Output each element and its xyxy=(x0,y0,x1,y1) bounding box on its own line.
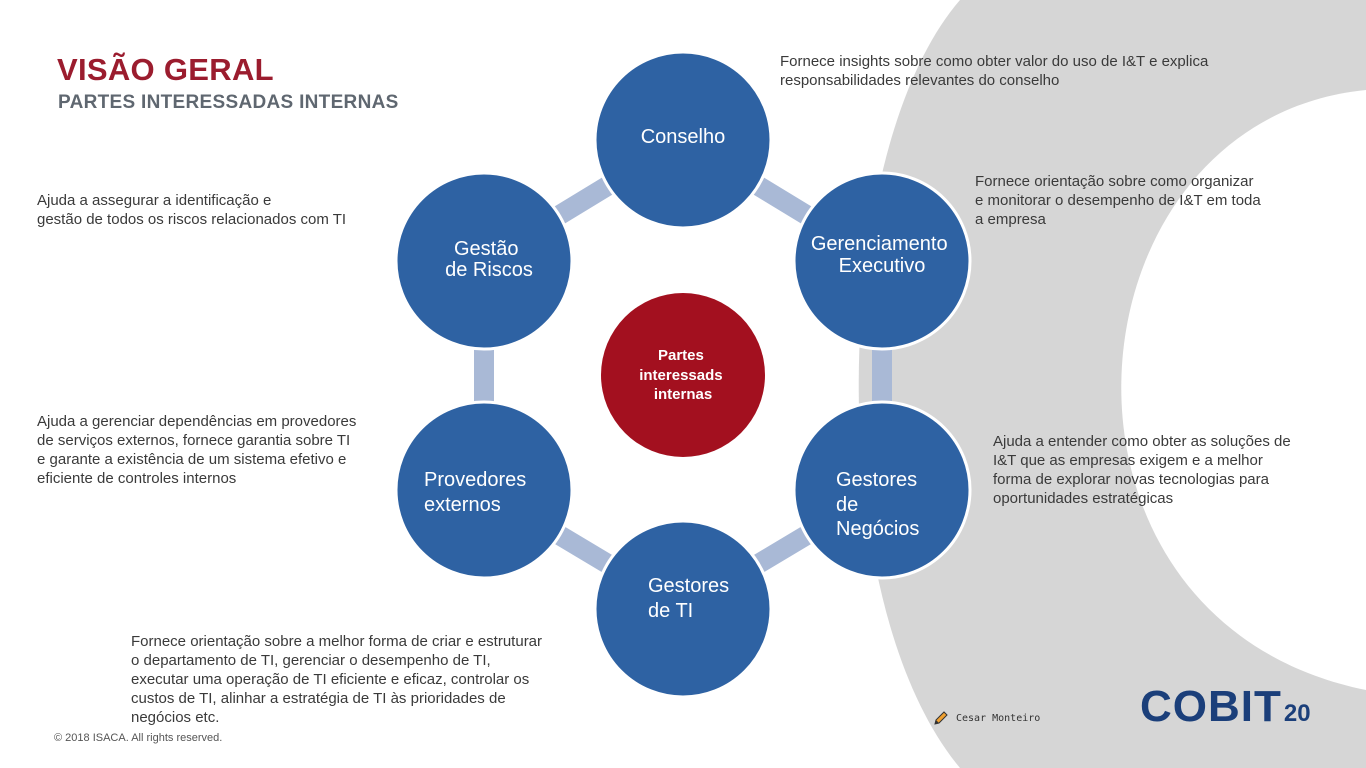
description-gestores-de-ti: Fornece orientação sobre a melhor forma … xyxy=(131,633,543,726)
description-gestores-de-negocios: Ajuda a entender como obter as soluções … xyxy=(993,433,1291,507)
node-gestores-de-negocios-label: Gestores de Negócios xyxy=(836,469,923,540)
node-gestores-de-ti-line-1: Gestores xyxy=(648,575,729,597)
pencil-icon xyxy=(932,709,950,727)
node-gerenciamento-executivo[interactable]: Gerenciamento Executivo xyxy=(792,171,972,351)
node-gestores-de-ti-label: Gestores de TI xyxy=(648,575,735,622)
center-line-3: internas xyxy=(654,386,712,403)
node-conselho-label: Conselho xyxy=(641,126,726,148)
node-gestores-de-negocios-line-3: Negócios xyxy=(836,518,919,540)
page-subtitle: PARTES INTERESSADAS INTERNAS xyxy=(58,92,399,113)
description-conselho: Fornece insights sobre como obter valor … xyxy=(780,53,1209,89)
node-gestores-de-ti[interactable]: Gestores de TI xyxy=(593,519,773,699)
page-title: VISÃO GERAL xyxy=(57,52,274,87)
node-gestores-de-negocios-line-2: de xyxy=(836,494,858,516)
node-conselho[interactable]: Conselho xyxy=(593,50,773,230)
node-gerenciamento-executivo-line-2: Executivo xyxy=(839,255,926,277)
node-gestao-de-riscos-line-2: de Riscos xyxy=(445,259,533,281)
node-gestao-de-riscos-label: Gestão de Riscos xyxy=(445,238,533,281)
copyright-text: © 2018 ISACA. All rights reserved. xyxy=(54,732,223,744)
node-gerenciamento-executivo-label: Gerenciamento Executivo xyxy=(811,233,953,277)
user-name: Cesar Monteiro xyxy=(956,712,1041,724)
node-conselho-line-1: Conselho xyxy=(641,126,726,148)
center-line-2: interessads xyxy=(639,367,722,384)
node-gestao-de-riscos-line-1: Gestão xyxy=(454,238,518,260)
user-watermark: Cesar Monteiro xyxy=(932,709,1040,727)
logo-main-text: COBIT xyxy=(1140,682,1282,731)
description-gestao-de-riscos: Ajuda a assegurar a identificação e gest… xyxy=(37,192,347,228)
node-provedores-externos[interactable]: Provedores externos xyxy=(394,400,574,580)
node-gestao-de-riscos[interactable]: Gestão de Riscos xyxy=(394,171,574,351)
logo-year-text: 20 xyxy=(1283,700,1311,727)
center-line-1: Partes xyxy=(658,347,704,364)
center-node[interactable]: Partes interessads internas xyxy=(601,293,765,457)
description-gerenciamento-executivo: Fornece orientação sobre como organizar … xyxy=(975,173,1261,228)
node-provedores-externos-label: Provedores externos xyxy=(424,469,532,516)
node-provedores-externos-line-1: Provedores xyxy=(424,469,526,491)
node-provedores-externos-line-2: externos xyxy=(424,494,501,516)
node-gestores-de-ti-line-2: de TI xyxy=(648,600,693,622)
node-gestores-de-negocios-line-1: Gestores xyxy=(836,469,917,491)
node-gestores-de-negocios[interactable]: Gestores de Negócios xyxy=(792,400,972,580)
node-gerenciamento-executivo-line-1: Gerenciamento xyxy=(811,233,948,255)
cobit-logo: COBIT 20 xyxy=(1140,682,1340,742)
description-provedores-externos: Ajuda a gerenciar dependências em proved… xyxy=(37,413,357,487)
center-node-label: Partes interessads internas xyxy=(639,347,727,403)
